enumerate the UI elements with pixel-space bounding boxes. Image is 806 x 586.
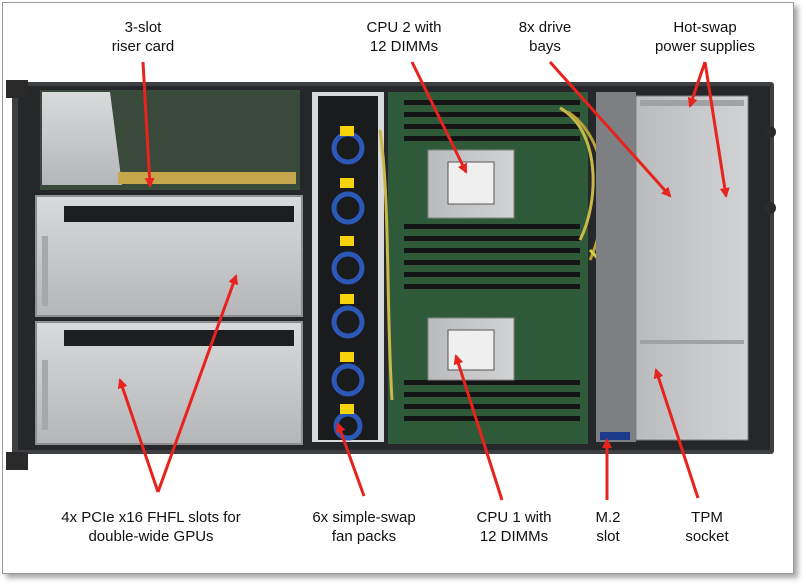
arrow-cpu2	[410, 61, 468, 174]
arrow-psu-top	[687, 61, 707, 108]
power-supplies	[635, 95, 749, 441]
arrow-drives	[548, 60, 672, 198]
arrow-psu-bottom	[703, 61, 730, 198]
arrow-riser	[141, 61, 155, 188]
label-riser: 3-slot riser card	[111, 19, 175, 55]
cpu2-heatsink	[427, 149, 515, 219]
label-cpu1: CPU 1 with 12 DIMMs	[476, 509, 552, 545]
label-drives: 8x drive bays	[518, 19, 572, 55]
fan-packs	[312, 92, 384, 442]
front-knob-top	[764, 126, 776, 138]
drive-bays	[596, 92, 636, 442]
arrow-tpm	[653, 368, 700, 499]
label-psu: Hot-swap power supplies	[654, 19, 756, 55]
riser-card	[118, 172, 296, 184]
label-m2: M.2 slot	[595, 509, 621, 545]
rear-handle-top	[6, 80, 28, 98]
tpm-socket	[600, 432, 630, 440]
label-cpu2: CPU 2 with 12 DIMMs	[366, 19, 442, 55]
rear-handle-bottom	[6, 452, 28, 470]
arrow-pcie-bottom	[117, 378, 160, 493]
motherboard	[388, 92, 588, 444]
gpu-cage-bottom	[35, 321, 303, 445]
label-fans: 6x simple-swap fan packs	[312, 509, 416, 545]
riser-bracket	[42, 92, 122, 185]
front-knob-bottom	[764, 202, 776, 214]
label-pcie: 4x PCIe x16 FHFL slots for double-wide G…	[61, 509, 241, 545]
arrow-pcie-top	[156, 274, 238, 493]
arrow-fans	[336, 422, 366, 497]
arrow-cpu1	[453, 354, 504, 501]
gpu-cage-top	[35, 195, 303, 317]
label-tpm: TPM socket	[685, 509, 729, 545]
dimm-rows	[404, 100, 580, 421]
cpu1-heatsink	[427, 317, 515, 381]
callout-arrows	[117, 60, 730, 501]
